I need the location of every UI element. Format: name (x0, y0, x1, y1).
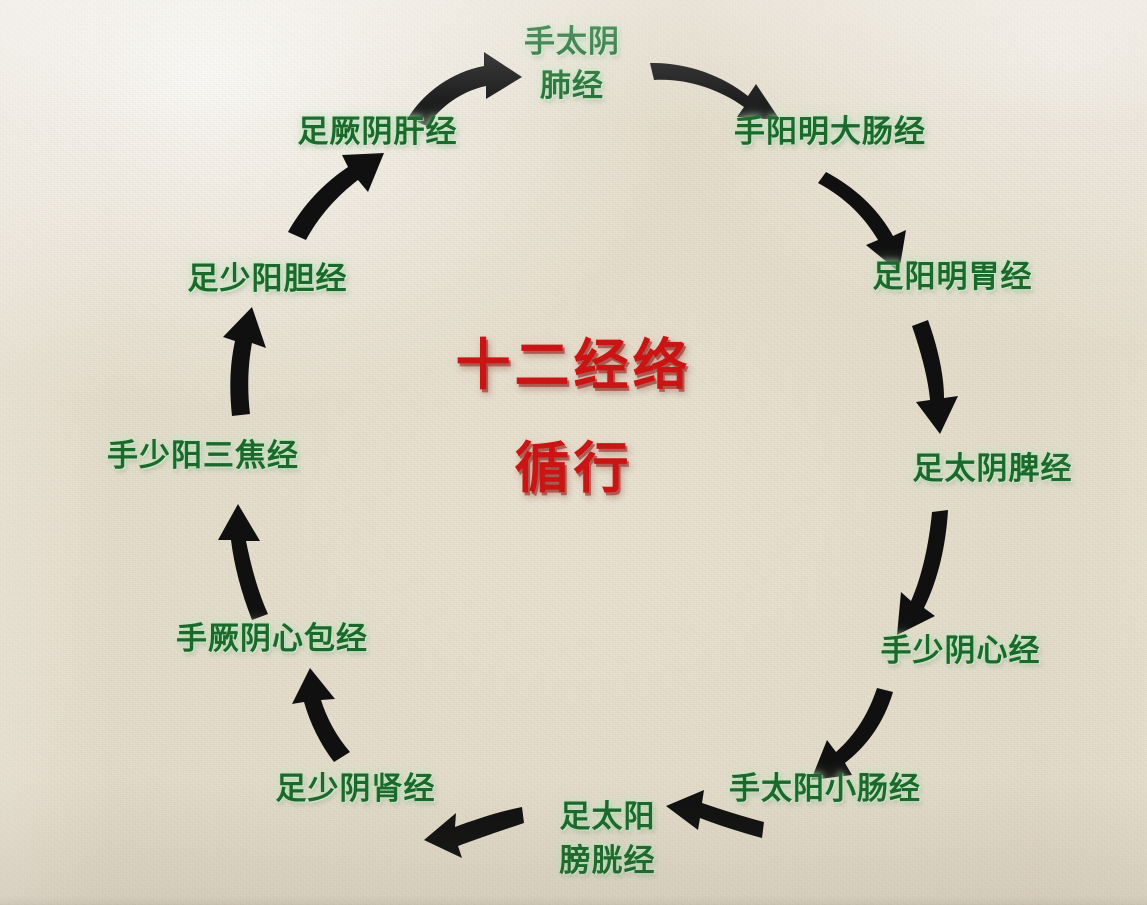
arrow-wei-to-pi (912, 320, 958, 434)
node-label-line: 手太阳小肠经 (729, 771, 921, 807)
arrow-pi-to-xin (897, 510, 948, 635)
node-shouyangming-dachangjing[interactable]: 手阳明大肠经 (705, 113, 955, 153)
node-label-line: 手太阴 (524, 24, 620, 60)
node-shaoyin-xinjing[interactable]: 手少阴心经 (853, 632, 1068, 672)
node-shoujueyin-xinbaojing[interactable]: 手厥阴心包经 (147, 620, 397, 660)
node-label-line: 手少阳三焦经 (107, 438, 299, 474)
arrow-sanjiao-to-dan (223, 307, 266, 416)
node-label-line: 手厥阴心包经 (176, 621, 368, 657)
node-shoutaiyin-feijing[interactable]: 手太阴 肺经 (487, 20, 657, 108)
node-label-line: 肺经 (540, 68, 604, 105)
node-label-line: 足太阴脾经 (912, 451, 1073, 487)
node-label-line: 足太阳 (559, 799, 656, 835)
arrow-xin-to-xiaochang (811, 688, 893, 780)
center-title-line1: 十二经络 (455, 333, 692, 397)
node-label-line: 足少阳胆经 (187, 261, 348, 297)
arrow-xinbao-to-sanjiao (218, 504, 268, 620)
arrow-dan-to-gan (288, 153, 384, 240)
node-zuyangming-weijing[interactable]: 足阳明胃经 (845, 258, 1060, 298)
node-zutaiyang-pangguangjing[interactable]: 足太阳 膀胱经 (520, 795, 695, 883)
node-zujueyin-ganjing[interactable]: 足厥阴肝经 (270, 113, 485, 153)
center-title-line2: 循行 (514, 436, 633, 500)
node-zutaiyin-pijing[interactable]: 足太阴脾经 (885, 450, 1100, 490)
node-label-line: 足少阴肾经 (275, 771, 436, 807)
node-label-line: 手阳明大肠经 (734, 114, 926, 150)
arrow-fei-to-dachang (650, 62, 780, 120)
node-label-line: 足厥阴肝经 (297, 114, 458, 150)
node-label-line: 膀胱经 (559, 843, 656, 880)
node-shoushaoyang-sanjiaojing[interactable]: 手少阳三焦经 (78, 437, 328, 477)
node-label-line: 手少阴心经 (880, 633, 1041, 669)
node-zushaoyin-shenjing[interactable]: 足少阴肾经 (248, 770, 463, 810)
node-label-line: 足阳明胃经 (872, 259, 1033, 295)
arrow-pangguang-to-shen (424, 807, 524, 858)
node-shoutaiyang-xiaochangjing[interactable]: 手太阳小肠经 (700, 770, 950, 810)
arrow-shen-to-xinbao (292, 668, 350, 762)
node-zushaoyang-danjing[interactable]: 足少阳胆经 (160, 260, 375, 300)
diagram-center-title: 十二经络 循行 (455, 338, 691, 496)
arrow-dachang-to-wei (818, 172, 906, 272)
